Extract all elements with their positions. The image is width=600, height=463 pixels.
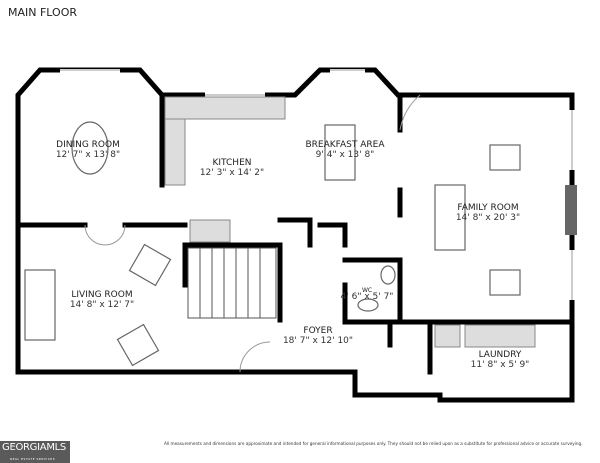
room-wc: WC 4' 6" x 5' 7" (340, 287, 394, 302)
room-name: FAMILY ROOM (457, 203, 519, 213)
room-name: FOYER (303, 326, 333, 336)
room-dimensions: 9' 4" x 13' 8" (315, 150, 375, 160)
room-breakfast: BREAKFAST AREA 9' 4" x 13' 8" (305, 140, 384, 160)
kitchen-counters (164, 96, 536, 348)
room-dimensions: 14' 8" x 12' 7" (69, 300, 135, 310)
wall-closet (277, 217, 348, 248)
room-living: LIVING ROOM 14' 8" x 12' 7" (70, 290, 134, 310)
stairs (187, 247, 277, 319)
fireplace (565, 185, 577, 235)
georgia-mls-logo: GEORGIAMLS REAL ESTATE SERVICES (0, 441, 70, 463)
room-family: FAMILY ROOM 14' 8" x 20' 3" (456, 203, 520, 223)
room-name: KITCHEN (212, 158, 252, 168)
disclaimer: All measurements and dimensions are appr… (164, 441, 583, 446)
room-name: BREAKFAST AREA (305, 140, 385, 150)
outer-wall (15, 67, 575, 403)
logo-subtext: REAL ESTATE SERVICES (10, 457, 56, 461)
room-name: LAUNDRY (478, 350, 522, 360)
room-name: DINING ROOM (56, 140, 120, 150)
room-dimensions: 11' 8" x 5' 9" (470, 360, 530, 370)
wall-laundry (387, 319, 575, 375)
room-dimensions: 12' 3" x 14' 2" (199, 168, 265, 178)
room-dimensions: 12' 7" x 13' 8" (55, 150, 121, 160)
room-name: WC (361, 287, 373, 294)
room-dimensions: 18' 7" x 12' 10" (282, 336, 354, 346)
room-laundry: LAUNDRY 11' 8" x 5' 9" (471, 350, 530, 370)
furniture (24, 121, 521, 367)
wall-stairs (182, 242, 283, 323)
room-kitchen: KITCHEN 12' 3" x 14' 2" (200, 158, 264, 178)
room-dimensions: 4' 6" x 5' 7" (340, 292, 394, 302)
room-dining: DINING ROOM 12' 7" x 13' 8" (56, 140, 120, 160)
door-swing (399, 94, 421, 131)
room-foyer: FOYER 18' 7" x 12' 10" (283, 326, 353, 346)
room-name: LIVING ROOM (71, 290, 133, 300)
room-dimensions: 14' 8" x 20' 3" (455, 213, 521, 223)
floor-title: MAIN FLOOR (8, 6, 78, 19)
logo-text: GEORGIAMLS (2, 442, 66, 453)
